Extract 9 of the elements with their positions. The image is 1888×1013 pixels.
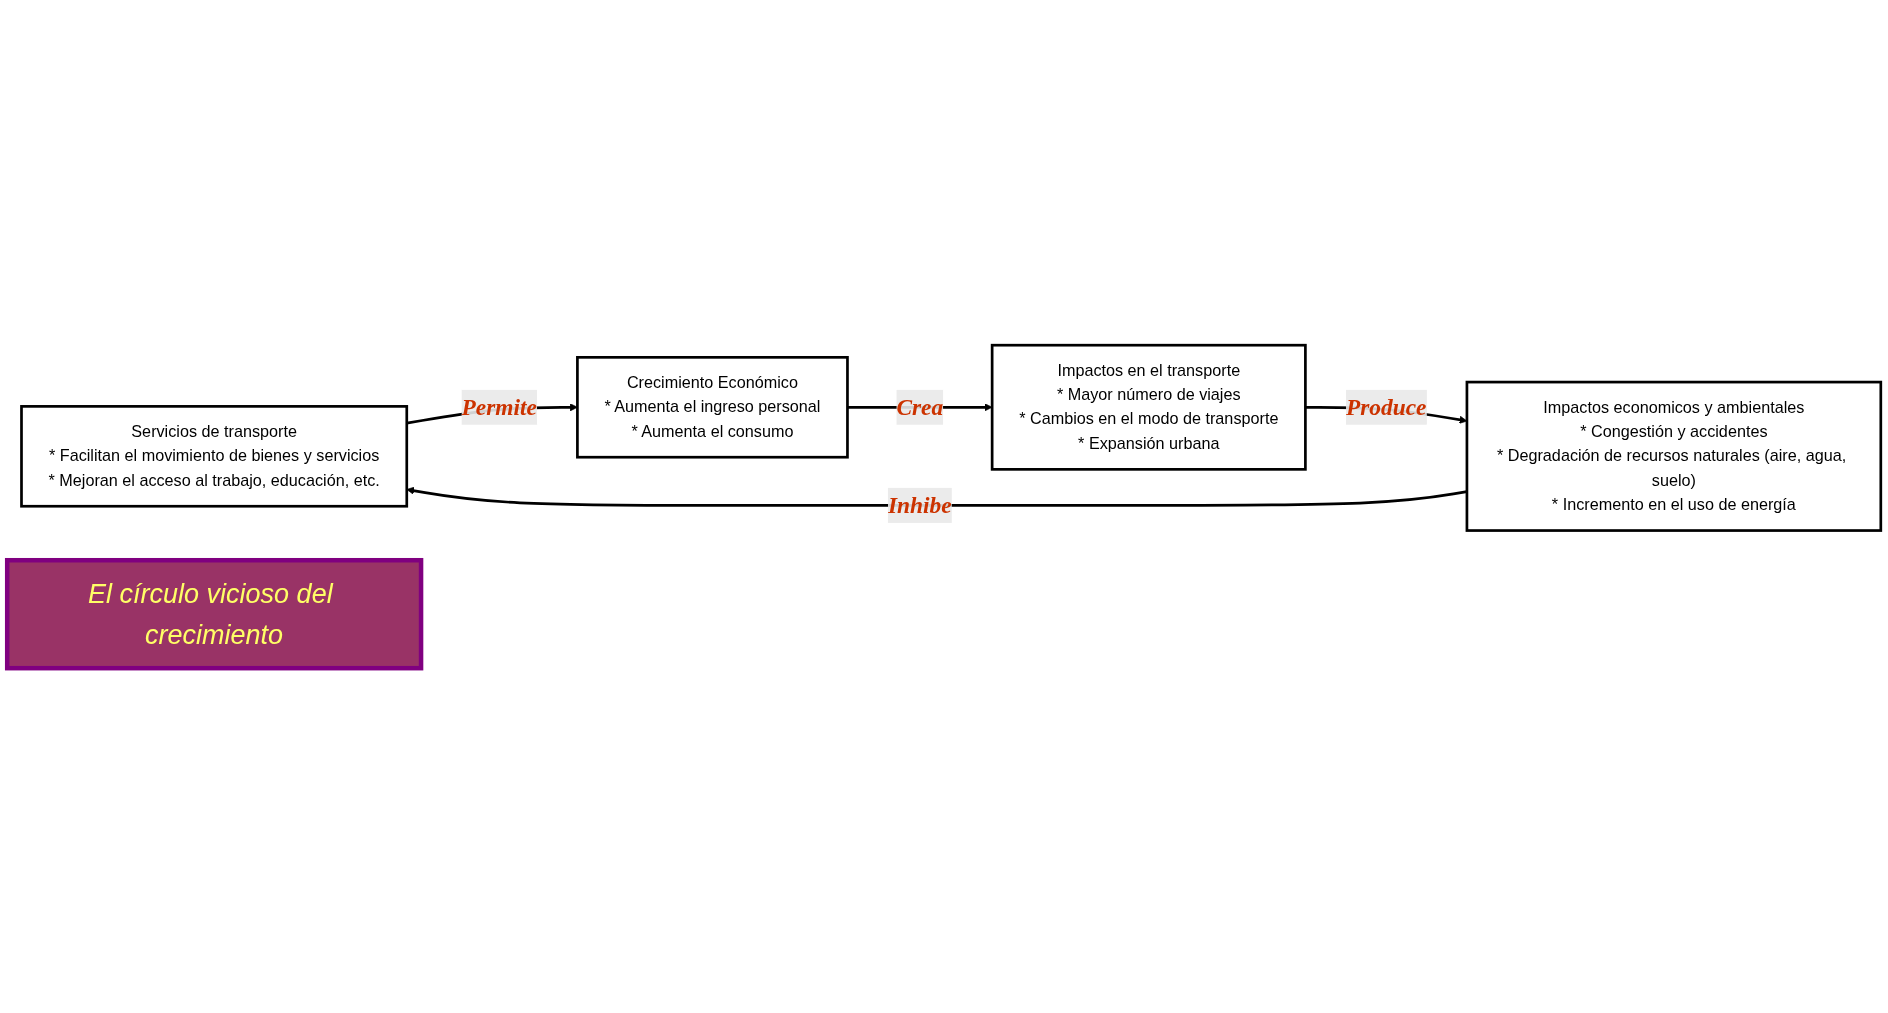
- edge-label: Permite: [461, 394, 537, 421]
- node-box: Impactos en el transporte * Mayor número de viajes * Cambios en el modo de transporte * Expansión urbana: [990, 343, 1307, 471]
- edge-label: Produce: [1345, 394, 1427, 421]
- node-box: Servicios de transporte * Facilitan el movimiento de bienes y servicios * Mejoran el acceso al trabajo, educación, etc.: [20, 404, 409, 508]
- node-box: Impactos economicos y ambientales * Congestión y accidentes * Degradación de recursos naturales (aire, agua, suelo) * Incremento en el uso de energía: [1465, 380, 1883, 532]
- edge-label: Crea: [896, 394, 944, 421]
- edge-label: Inhibe: [887, 492, 952, 519]
- node-box: Crecimiento Económico * Aumenta el ingreso personal * Aumenta el consumo: [576, 355, 849, 459]
- node-box: El círculo vicioso del crecimiento: [4, 557, 424, 671]
